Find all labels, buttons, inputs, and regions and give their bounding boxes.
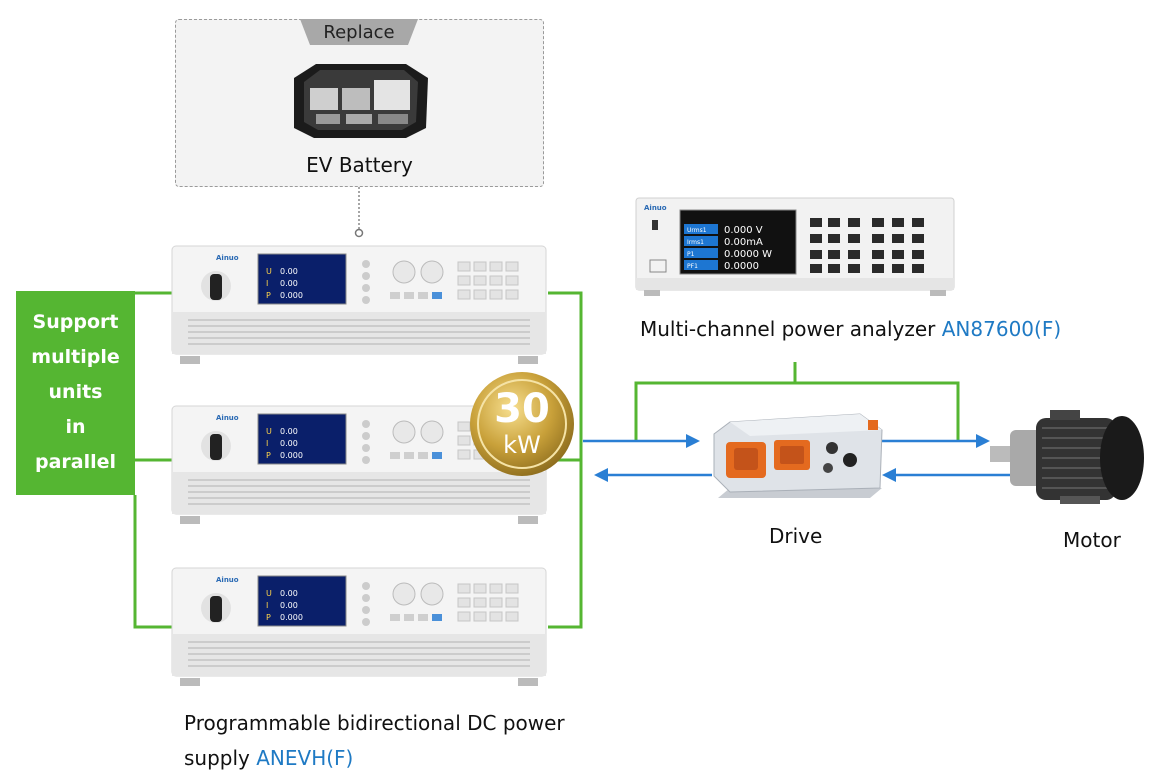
support-line-4: in	[65, 416, 86, 438]
screen-val-p: 0.000	[280, 451, 303, 460]
screen-key-i: I	[266, 279, 268, 288]
screen-val-i: 0.00	[280, 279, 298, 288]
dc-power-supply-unit-3: Ainuo U 0.00 I 0.00 P 0.000	[171, 567, 547, 686]
reading-key-1: Urms1	[687, 227, 707, 234]
screen-val-u: 0.00	[280, 589, 298, 598]
supply-caption-line2: supply ANEVH(F)	[184, 746, 353, 770]
badge-seal-shape	[470, 372, 574, 476]
parallel-support-box: Support multiple units in parallel	[16, 291, 135, 495]
reading-val-4: 0.0000	[724, 261, 759, 272]
motor-label: Motor	[1063, 528, 1121, 552]
reading-key-4: PF1	[687, 263, 698, 270]
screen-val-i: 0.00	[280, 601, 298, 610]
parallel-wire-bottom	[133, 495, 172, 629]
screen-key-i: I	[266, 601, 268, 610]
support-line-3: units	[48, 381, 103, 403]
power-rating-badge: 30 kW	[470, 372, 574, 476]
reading-key-3: P1	[687, 251, 695, 258]
power-analyzer-device: Ainuo Urms1 0.000 V Irms1 0.00mA P1 0.00…	[635, 197, 955, 296]
brand-label-1: Ainuo	[216, 254, 239, 262]
screen-key-i: I	[266, 439, 268, 448]
supply-model-name: ANEVH(F)	[256, 746, 354, 770]
screen-key-u: U	[266, 427, 272, 436]
reading-key-2: Irms1	[687, 239, 704, 246]
screen-val-p: 0.000	[280, 613, 303, 622]
supply-caption-prefix: supply	[184, 746, 257, 770]
support-line-2: multiple	[31, 346, 120, 368]
reading-val-1: 0.000 V	[724, 225, 763, 236]
dc-power-supply-unit-2: Ainuo U 0.00 I 0.00 P 0.000	[171, 405, 547, 524]
motor-device	[990, 410, 1144, 504]
ev-battery-label: EV Battery	[306, 153, 413, 177]
badge-unit: kW	[503, 431, 541, 459]
analyzer-brand: Ainuo	[644, 204, 667, 212]
screen-val-u: 0.00	[280, 267, 298, 276]
dc-power-supply-unit-1: Ainuo U 0.00 I 0.00 P 0.000	[171, 245, 547, 364]
screen-key-p: P	[266, 291, 271, 300]
support-line-5: parallel	[34, 451, 117, 473]
screen-key-u: U	[266, 589, 272, 598]
screen-key-p: P	[266, 451, 271, 460]
supply-caption-line1: Programmable bidirectional DC power	[184, 711, 565, 735]
badge-value: 30	[494, 386, 550, 432]
screen-val-p: 0.000	[280, 291, 303, 300]
replace-label: Replace	[323, 22, 394, 43]
screen-val-u: 0.00	[280, 427, 298, 436]
screen-key-p: P	[266, 613, 271, 622]
drive-device	[713, 413, 883, 498]
screen-val-i: 0.00	[280, 439, 298, 448]
analyzer-caption-prefix: Multi-channel power analyzer	[640, 317, 942, 341]
analyzer-model-name: AN87600(F)	[941, 317, 1062, 341]
screen-key-u: U	[266, 267, 272, 276]
support-line-1: Support	[32, 311, 119, 333]
brand-label-3: Ainuo	[216, 576, 239, 584]
reading-val-2: 0.00mA	[724, 237, 763, 248]
battery-connector-line	[354, 187, 364, 238]
ev-battery-image	[294, 64, 428, 138]
brand-label-2: Ainuo	[216, 414, 239, 422]
drive-label: Drive	[769, 524, 823, 548]
replace-tab: Replace	[300, 19, 418, 45]
analyzer-caption: Multi-channel power analyzer AN87600(F)	[640, 317, 1061, 341]
reading-val-3: 0.0000 W	[724, 249, 772, 260]
analyzer-measure-loop	[634, 381, 960, 442]
